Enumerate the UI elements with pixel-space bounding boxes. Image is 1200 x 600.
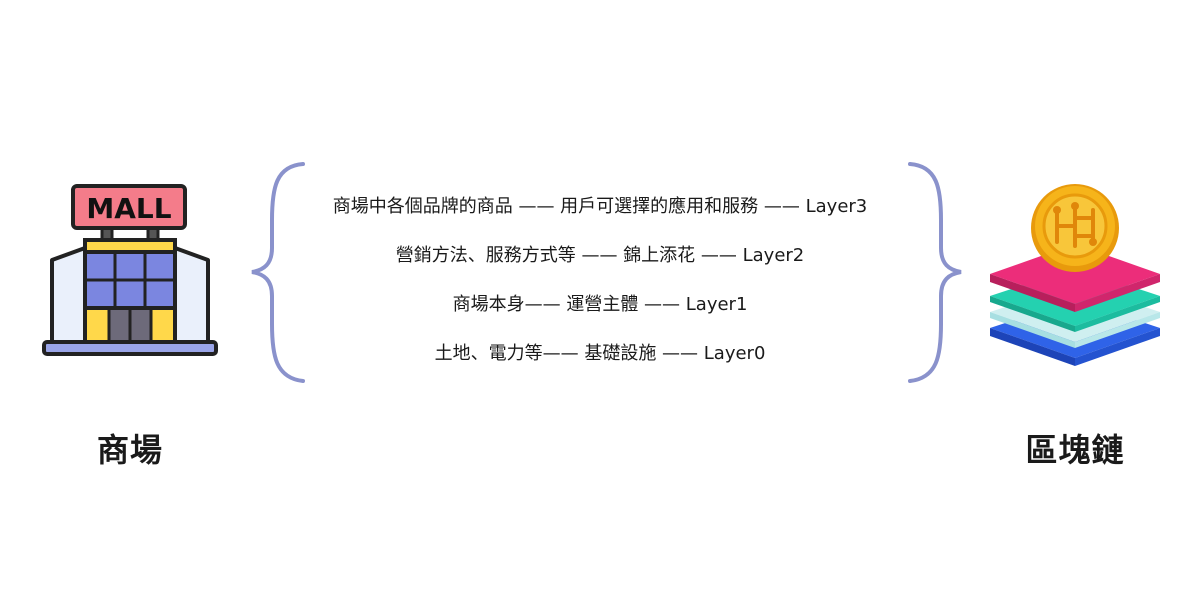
mall-label: 商場 <box>96 431 163 469</box>
left-brace <box>251 162 305 383</box>
layer-row-layer3: 商場中各個品牌的商品 —— 用戶可選擇的應用和服務 —— Layer3 <box>332 195 868 217</box>
layer-list: 商場中各個品牌的商品 —— 用戶可選擇的應用和服務 —— Layer3 營銷方法… <box>300 180 900 380</box>
layer-row-layer0: 土地、電力等—— 基礎設施 —— Layer0 <box>434 342 766 364</box>
blockchain-layers-coin-icon <box>990 184 1160 366</box>
layer-row-layer2: 營銷方法、服務方式等 —— 錦上添花 —— Layer2 <box>395 244 805 266</box>
mall-building-icon: MALL <box>42 184 218 356</box>
mall-sign-text: MALL <box>86 192 171 225</box>
blockchain-label: 區塊鏈 <box>1025 431 1125 469</box>
layer-row-layer1: 商場本身—— 運營主體 —— Layer1 <box>452 293 748 315</box>
right-brace <box>908 162 962 383</box>
